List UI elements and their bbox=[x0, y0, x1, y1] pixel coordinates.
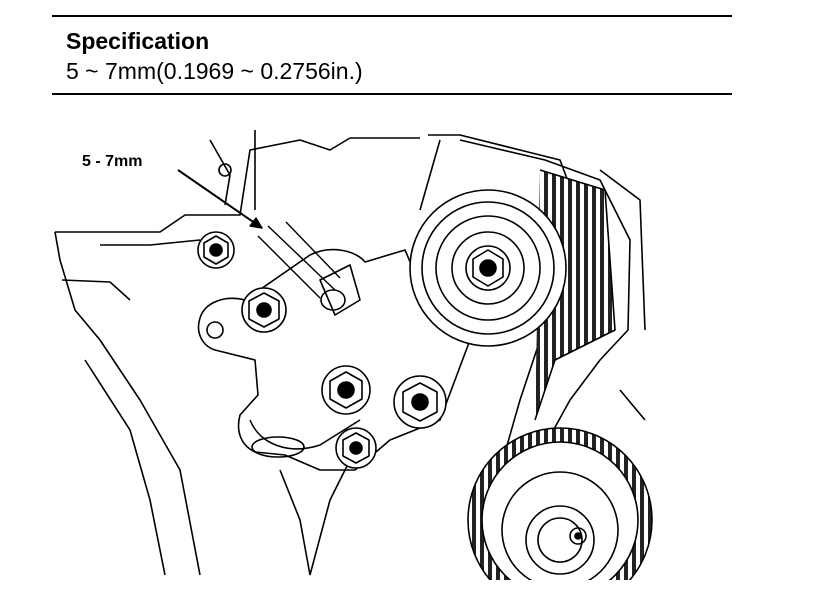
bolt-idler-lower bbox=[393, 375, 447, 429]
spec-heading: Specification bbox=[66, 28, 210, 54]
measurement-callout-label: 5 - 7mm bbox=[82, 153, 143, 170]
bolt-bottom bbox=[335, 427, 377, 469]
timing-belt-tensioner-illustration bbox=[54, 130, 653, 580]
crankshaft-sprocket bbox=[467, 427, 653, 580]
bolt-group bbox=[197, 231, 447, 469]
measurement-indicator bbox=[177, 169, 341, 299]
top-divider bbox=[52, 15, 732, 17]
bolt-tensioner-center bbox=[321, 365, 371, 415]
tensioner-pulley bbox=[409, 189, 567, 347]
bolt-top-left bbox=[197, 231, 235, 269]
spec-value: 5 ~ 7mm(0.1969 ~ 0.2756in.) bbox=[66, 58, 363, 84]
bottom-divider bbox=[52, 93, 732, 95]
bolt-tensioner-upper bbox=[241, 287, 287, 333]
